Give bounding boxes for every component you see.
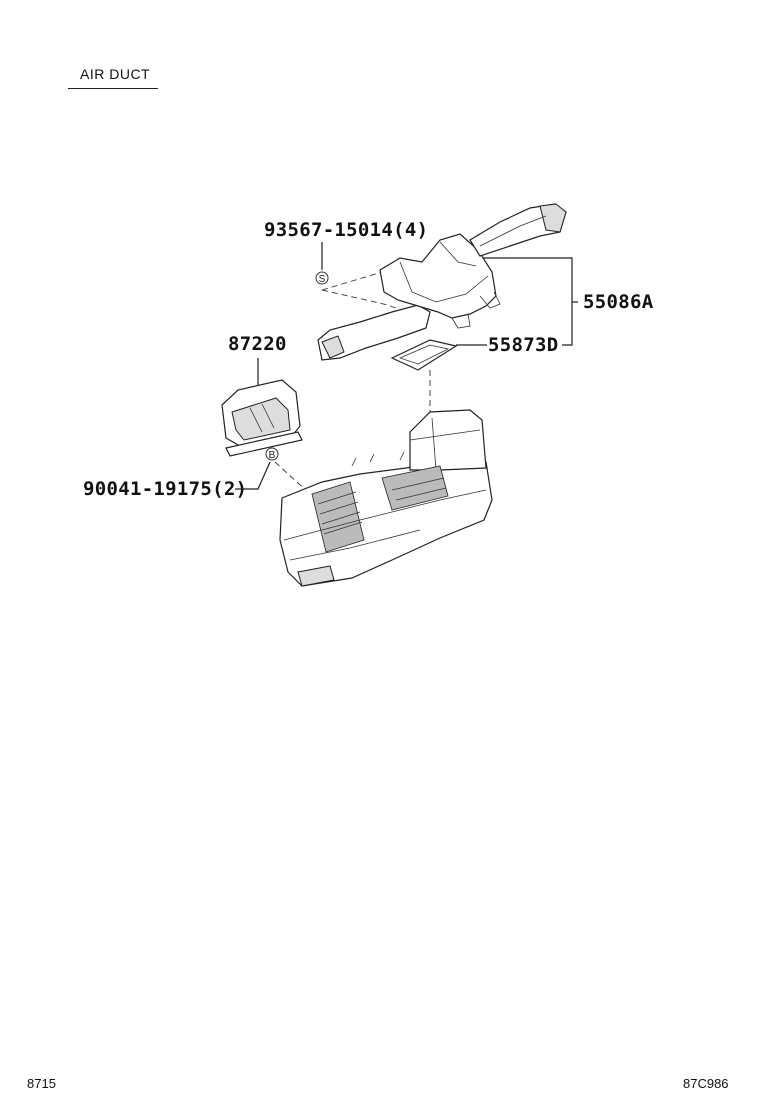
leader-lines (235, 242, 578, 490)
duct-assembly-55086a (317, 203, 567, 361)
label-part-87220: 87220 (228, 333, 287, 355)
heater-unit (279, 409, 493, 587)
label-bolt-93567: 93567-15014(4) (264, 219, 429, 241)
label-duct-assy-55086a: 55086A (583, 291, 654, 313)
gasket-55873d (390, 339, 458, 371)
s-marker-text: S (319, 274, 326, 285)
page-code: 8715 (27, 1076, 56, 1091)
b-marker-symbol: B (265, 447, 279, 461)
b-marker-text: B (269, 450, 276, 461)
section-title: AIR DUCT (80, 66, 151, 82)
label-gasket-55873d: 55873D (488, 334, 559, 356)
part-87220 (221, 379, 303, 457)
label-clip-90041: 90041-19175(2) (83, 478, 248, 500)
figure-code: 87C986 (683, 1076, 729, 1091)
s-marker-symbol: S (315, 271, 329, 285)
title-underline (68, 88, 158, 89)
